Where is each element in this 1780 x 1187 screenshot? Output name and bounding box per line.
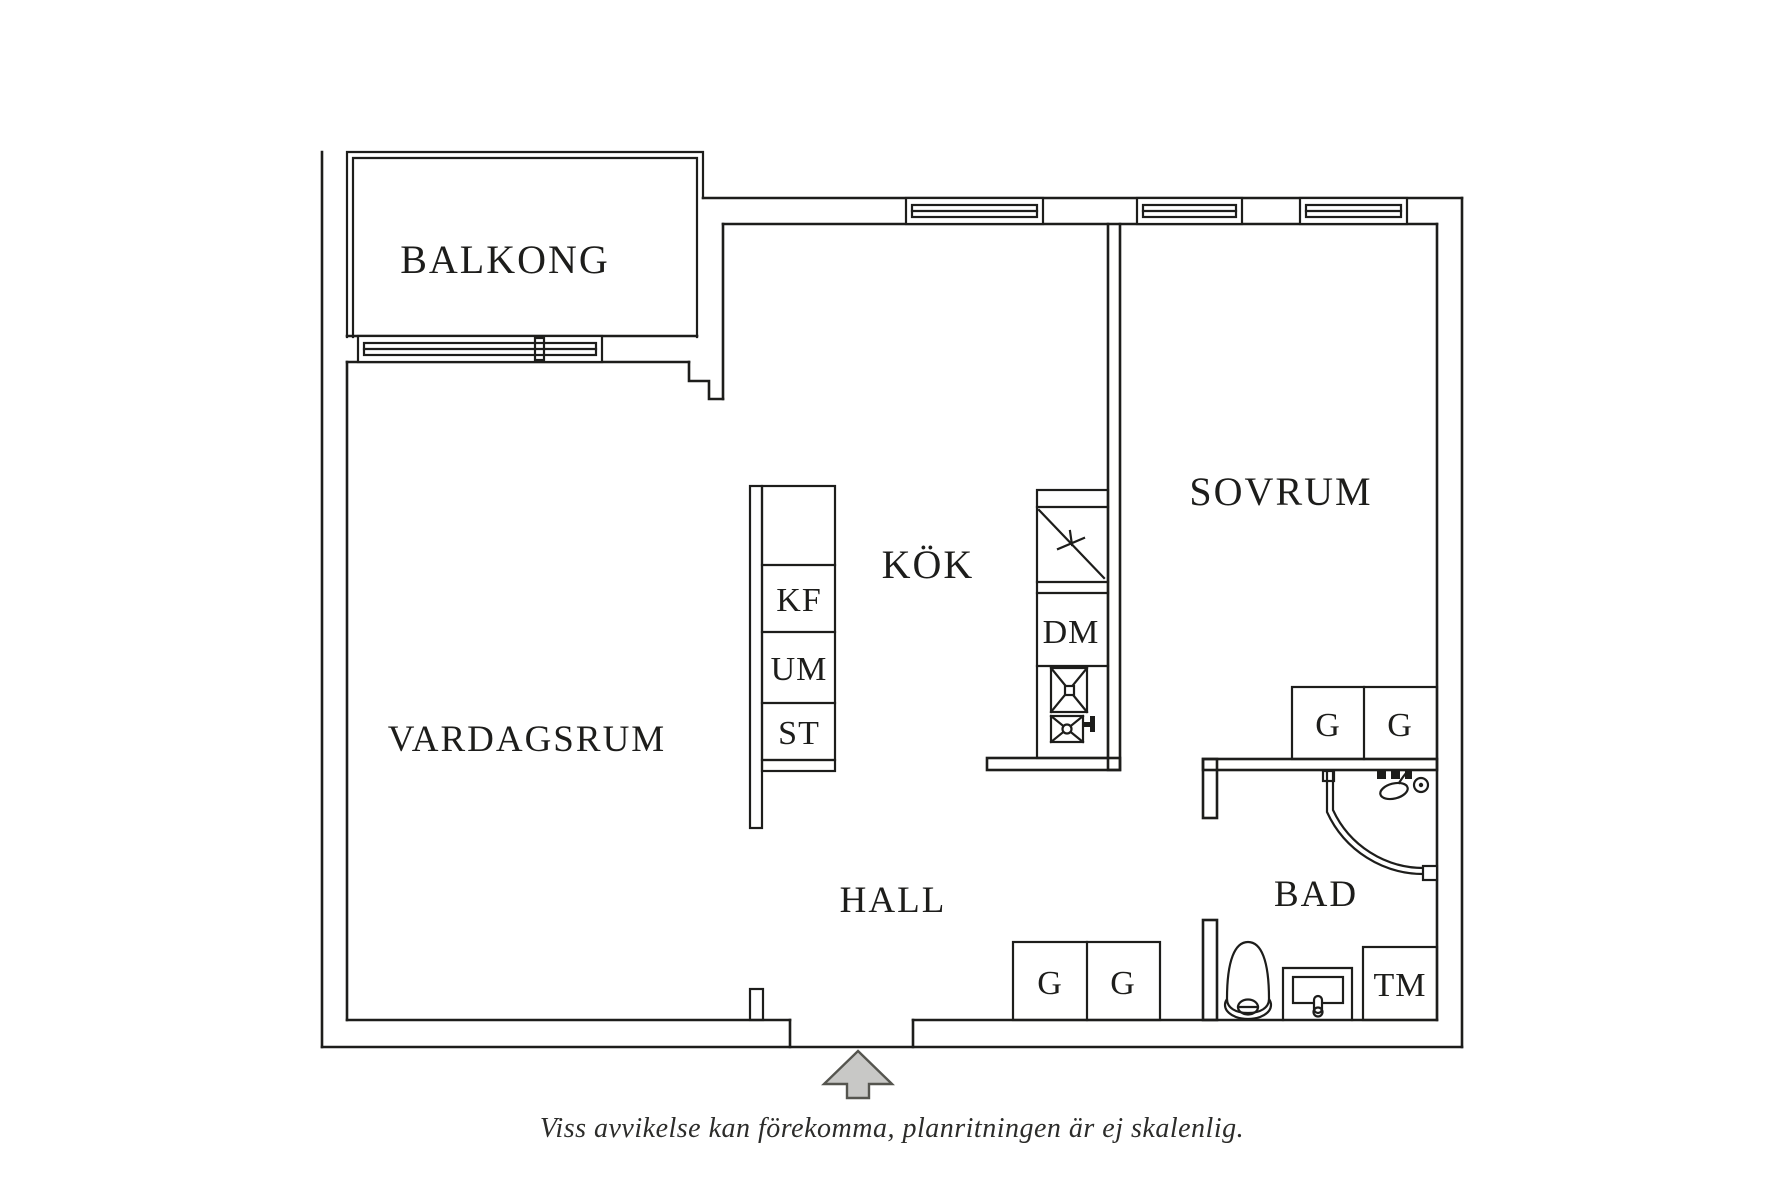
entrance-wall-stub <box>748 987 765 1022</box>
balcony-outer-line <box>345 150 705 339</box>
bedroom-wardrobes <box>1290 685 1439 761</box>
shower-valve-3 <box>1405 771 1412 779</box>
room-label-balkong: BALKONG <box>400 237 610 282</box>
kitchen-west-cabinets <box>748 484 837 830</box>
entrance-jambs <box>788 1018 915 1049</box>
washing-machine-box <box>1361 945 1439 1022</box>
counter-dividers <box>1035 505 1110 668</box>
room-label-bad: BAD <box>1274 874 1358 915</box>
shower-screen-outer <box>1325 769 1427 876</box>
entrance-arrow <box>821 1049 895 1100</box>
bedroom-window-right <box>1298 196 1409 226</box>
wall-kitchen-west-step <box>687 360 725 401</box>
cabinet-base-cap <box>760 758 837 773</box>
sink-faucet-body <box>1090 716 1095 732</box>
wardrobe-label-bedroom-2: G <box>1387 707 1413 744</box>
counter-outline <box>1035 488 1110 760</box>
wall-bath-door-stub-upper <box>1201 757 1219 820</box>
shower-drain <box>1412 776 1430 794</box>
shower-screen-inner <box>1331 769 1426 870</box>
interior-walls <box>985 222 1439 1022</box>
kitchen-sink <box>1049 666 1095 744</box>
appliance-label-um: UM <box>771 651 828 688</box>
balcony-inner-line <box>351 156 699 339</box>
cabinet-wall-strip <box>748 484 764 830</box>
shower-door-handle <box>1421 864 1439 882</box>
room-label-vardagsrum: VARDAGSRUM <box>388 719 666 760</box>
appliance-label-st: ST <box>778 715 820 752</box>
wall-kitchen-bedroom <box>1106 222 1122 772</box>
wardrobe-label-hall-2: G <box>1110 965 1136 1002</box>
windows <box>904 196 1409 226</box>
shower-valve-1 <box>1377 771 1386 779</box>
room-label-sovrum: SOVRUM <box>1189 469 1372 514</box>
balcony-door-window <box>356 334 604 364</box>
shower <box>1321 769 1439 882</box>
bedroom-window-left <box>1135 196 1244 226</box>
toilet-bowl <box>1225 940 1271 1015</box>
toilet <box>1223 940 1273 1021</box>
sink-faucet <box>1082 722 1094 727</box>
sink-counter <box>1281 966 1354 1022</box>
wall-bedroom-south <box>1201 757 1439 772</box>
balcony-window-divider <box>533 336 546 362</box>
appliance-label-dm: DM <box>1043 614 1100 651</box>
wardrobe-label-hall-1: G <box>1037 965 1063 1002</box>
sink-tap <box>1312 994 1324 1015</box>
kitchen-window <box>904 196 1045 226</box>
counter-diagonal-tick <box>1056 529 1086 551</box>
shower-head-arm <box>1397 769 1410 785</box>
wall-kitchen-south <box>985 756 1122 772</box>
kitchen-east-counter <box>1035 488 1110 760</box>
shower-valve-2 <box>1391 771 1400 779</box>
appliance-label-kf: KF <box>776 582 821 619</box>
bathroom-sink <box>1281 966 1354 1022</box>
shower-screen-cap <box>1321 769 1336 783</box>
sink-tap-base <box>1312 1006 1324 1018</box>
appliance-label-tm: TM <box>1374 967 1427 1004</box>
wardrobe-label-bedroom-1: G <box>1315 707 1341 744</box>
room-label-hall: HALL <box>840 880 947 921</box>
shower-drain-dot <box>1418 782 1424 788</box>
hall-wardrobes <box>1011 940 1162 1022</box>
disclaimer-text: Viss avvikelse kan förekomma, planritnin… <box>540 1113 1244 1144</box>
cabinet-dividers <box>760 563 837 705</box>
room-label-kok: KÖK <box>882 542 975 587</box>
wall-bath-door-stub-lower <box>1201 918 1219 1022</box>
shower-head <box>1379 781 1409 801</box>
